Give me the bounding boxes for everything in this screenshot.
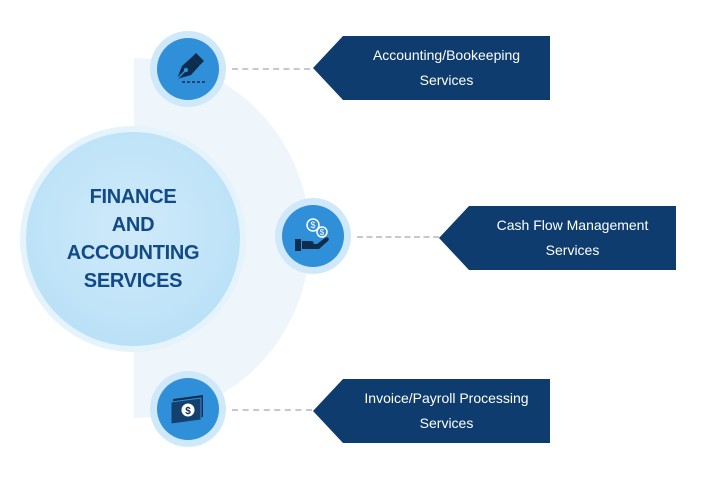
center-title-line-4: SERVICES <box>83 270 183 292</box>
center-circle: FINANCE AND ACCOUNTING SERVICES <box>26 132 240 346</box>
center-title-line-2: AND <box>111 214 155 236</box>
pen-nib-icon <box>157 38 219 100</box>
service-3-connector <box>232 409 312 411</box>
service-3-label: Invoice/Payroll Processing Services <box>364 386 528 436</box>
service-2-label: Cash Flow Management Services <box>497 213 649 263</box>
hand-coins-icon: $ $ <box>282 205 344 267</box>
service-2-label-line-1: Cash Flow Management <box>496 217 649 233</box>
service-3-label-line-2: Services <box>419 415 474 431</box>
svg-text:$: $ <box>185 406 191 417</box>
banknotes-icon: $ <box>157 378 219 440</box>
service-2-label-line-2: Services <box>545 242 600 258</box>
service-2-connector <box>357 236 439 238</box>
service-2-icon-circle: $ $ <box>275 198 351 274</box>
service-1-banner[interactable]: Accounting/Bookeeping Services <box>313 36 550 100</box>
service-1-connector <box>232 68 310 70</box>
service-1-label-line-1: Accounting/Bookeeping <box>372 47 521 63</box>
svg-text:$: $ <box>310 220 315 230</box>
service-3-icon-circle: $ <box>150 371 226 447</box>
center-title-line-3: ACCOUNTING <box>66 242 200 264</box>
service-3-label-line-1: Invoice/Payroll Processing <box>364 390 529 406</box>
service-1-label-line-2: Services <box>419 72 474 88</box>
service-3-banner[interactable]: Invoice/Payroll Processing Services <box>313 379 550 443</box>
svg-text:$: $ <box>320 228 325 237</box>
service-1-label: Accounting/Bookeeping Services <box>373 43 520 93</box>
service-2-banner[interactable]: Cash Flow Management Services <box>439 206 676 270</box>
center-title-line-1: FINANCE <box>89 186 177 208</box>
service-1-icon-circle <box>150 31 226 107</box>
